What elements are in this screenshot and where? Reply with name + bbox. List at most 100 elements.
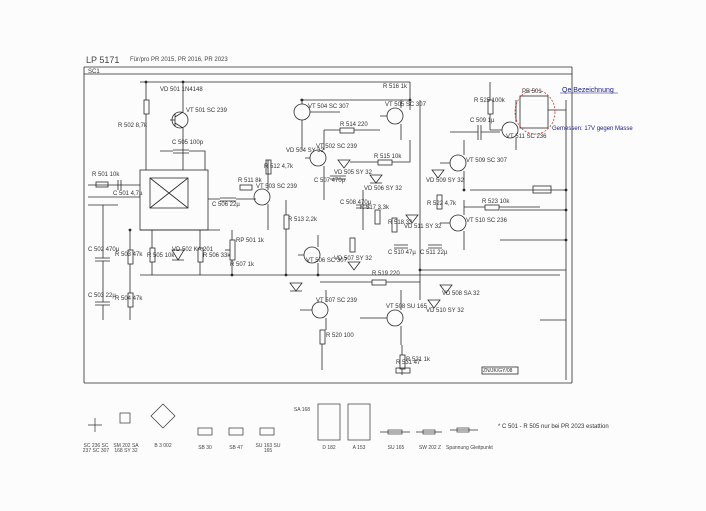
r522-body — [436, 194, 443, 210]
label-pb501: PB 501 — [522, 89, 542, 95]
r506-body — [197, 247, 204, 263]
label-r504: R 504 47k — [115, 296, 143, 302]
r503-body — [127, 249, 134, 265]
frame-tag: SC1 — [88, 69, 100, 75]
c503-plates — [95, 301, 110, 306]
junction — [418, 268, 422, 272]
label-c511: C 511 22µ — [420, 250, 448, 256]
vd510-symbol — [427, 299, 441, 309]
c509-plates — [477, 125, 482, 140]
label-vt511: VT 511 SC 236 — [506, 134, 547, 140]
legend-label-8: D 182 — [322, 445, 336, 451]
legend-label-1: SC 236 SC 237 SC 307 — [82, 443, 110, 454]
junction — [564, 238, 568, 242]
legend-ic-d182 — [317, 403, 341, 441]
label-vt501: VT 501 SC 239 — [186, 108, 227, 114]
code-box — [481, 366, 519, 375]
vd502-symbol — [171, 249, 185, 261]
vt509-leads — [440, 140, 465, 190]
junction — [564, 208, 568, 212]
label-vt503: VT 503 SC 239 — [256, 184, 297, 190]
r501-body — [95, 181, 109, 188]
label-c501: C 501 4,7µ — [113, 191, 143, 197]
red-marker-ellipse — [514, 89, 556, 135]
label-vd506: VD 506 SY 32 — [364, 186, 402, 192]
legend-label-12: Spannung Gleitpunkt — [446, 445, 493, 451]
label-r513: R 513 2,2k — [288, 217, 318, 223]
legend-label-10: SU 165 — [387, 445, 405, 451]
label-c510: C 510 47µ — [388, 250, 416, 256]
c505-plates — [173, 149, 189, 154]
r502-body — [143, 99, 150, 115]
handwritten-note-mid: Gemessen: 17V gegen Masse — [552, 126, 633, 132]
junction — [564, 188, 568, 192]
vd507-symbol — [347, 261, 361, 271]
ic-inner-bridge — [149, 177, 189, 209]
vt507-symbol — [311, 301, 329, 319]
r518-body — [391, 217, 398, 233]
r516-body — [349, 237, 356, 253]
drawing-code: ZN/JK/GY/08 — [483, 368, 513, 374]
legend-label-7: SA 168 — [293, 407, 311, 413]
legend-resistor-2-body — [422, 429, 436, 435]
legend-label-2: SM 202 SA 168 SY 32 — [113, 443, 139, 454]
vd506-symbol — [369, 174, 383, 184]
r531-body — [395, 367, 411, 374]
r520-body — [319, 329, 326, 345]
ic-bridge-diag — [149, 177, 189, 209]
c507-plates — [330, 175, 346, 180]
legend-label-6: SU 163 SU 165 — [255, 443, 281, 454]
label-vt508: VT 508 SU 165 — [386, 304, 427, 310]
label-r523: R 523 10k — [482, 199, 510, 205]
junction — [462, 188, 466, 192]
label-r525: R 525 100k — [474, 98, 505, 104]
vt507-leads — [300, 290, 327, 330]
junction — [144, 80, 148, 84]
vt511-leads — [490, 100, 517, 150]
label-r518: R 518 33 — [388, 220, 413, 226]
label-rp501: RP 501 1k — [236, 238, 264, 244]
vd511-symbol — [405, 214, 419, 224]
vt510-leads — [440, 200, 465, 250]
label-vd507: VD 507 SY 32 — [334, 256, 372, 262]
junction — [181, 80, 185, 84]
label-vt509: VT 509 SC 307 — [466, 158, 507, 164]
legend-label-9: A 153 — [352, 445, 366, 451]
c502-plates — [95, 257, 110, 262]
label-r522: R 522 4,7k — [427, 201, 457, 207]
pb501-box — [519, 95, 549, 129]
legend-diode-box — [119, 412, 131, 424]
legend-bridge — [150, 403, 176, 429]
legend-sb30 — [197, 427, 213, 436]
legend-label-5: SB 47 — [229, 445, 243, 451]
legend-label-4: SB 30 — [198, 445, 212, 451]
vt508-leads — [360, 290, 402, 345]
vt506-leads — [298, 235, 319, 275]
label-vd501: VD 501 1N4148 — [160, 87, 203, 93]
c511-plates — [428, 244, 442, 249]
label-c505: C 505 100p — [172, 140, 204, 146]
vt503-symbol — [253, 188, 271, 206]
label-r517: R 517 3,3k — [360, 205, 390, 211]
vt501-base — [170, 111, 184, 129]
vt502-leads — [305, 130, 325, 200]
r519-body — [371, 279, 387, 286]
vd509-symbol — [431, 169, 445, 179]
label-vd509: VD 509 SY 32 — [426, 178, 464, 184]
label-vd511: VD 511 SY 32 — [404, 224, 442, 230]
label-r519: R 519 220 — [372, 271, 400, 277]
board-subtitle: Für/pro PR 2015, PR 2016, PR 2023 — [130, 57, 228, 63]
label-vt506: VT 506 SC 307 — [306, 258, 347, 264]
c501-plate — [117, 180, 122, 190]
label-vt510: VT 510 SC 236 — [466, 218, 507, 224]
r525-body — [487, 99, 494, 115]
r505-body — [149, 247, 156, 263]
vd508-symbol — [439, 284, 453, 294]
vt508-symbol — [386, 309, 404, 327]
label-c506: C 506 22µ — [212, 202, 240, 208]
r517-body — [374, 209, 381, 225]
label-r516: R 516 1k — [383, 84, 408, 90]
rp501-body — [229, 239, 236, 261]
label-r501: R 501 10k — [92, 172, 120, 178]
output-tag-box — [532, 185, 552, 194]
